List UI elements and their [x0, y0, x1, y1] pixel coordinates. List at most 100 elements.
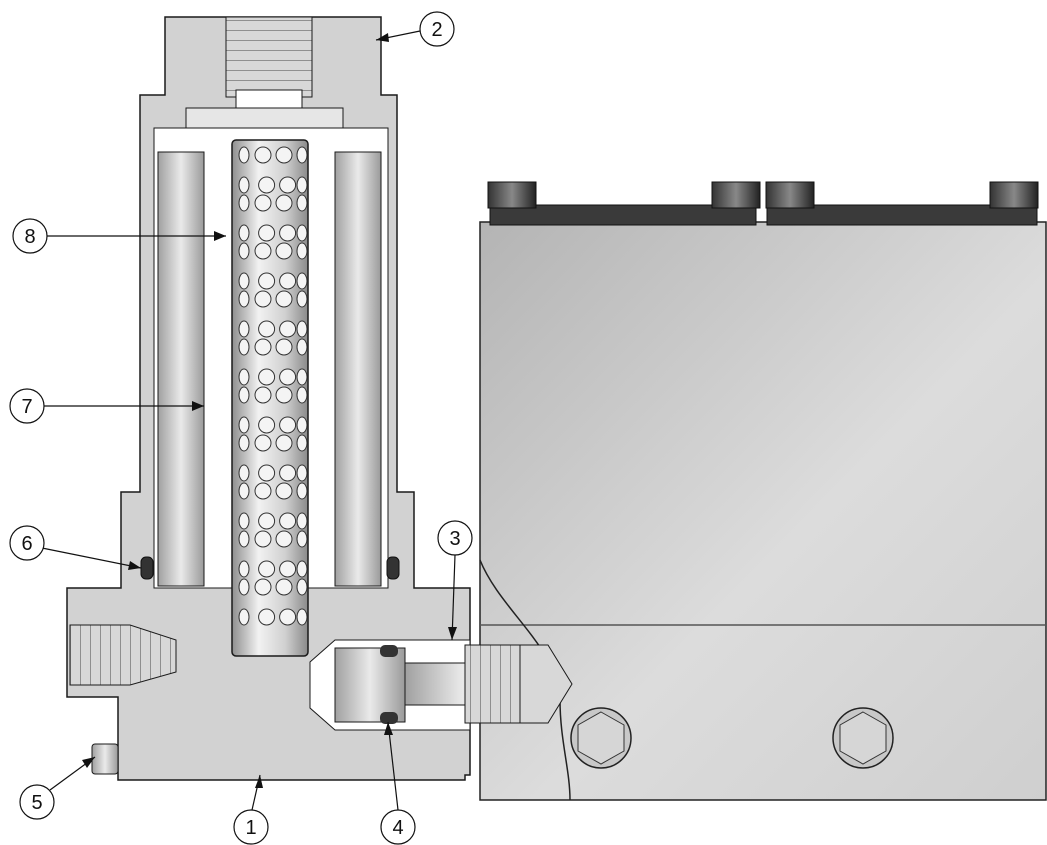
callout-label-4: 4	[392, 817, 403, 839]
perforation-hole	[296, 272, 308, 290]
perforation-hole	[254, 386, 272, 404]
perforation-hole	[279, 560, 297, 578]
perforation-hole	[296, 482, 308, 500]
callout-label-3: 3	[449, 528, 460, 550]
perforation-hole	[258, 416, 276, 434]
perforation-hole	[238, 530, 250, 548]
perforation-hole	[258, 320, 276, 338]
perforation-hole	[258, 560, 276, 578]
perforation-hole	[279, 272, 297, 290]
callout-label-2: 2	[431, 19, 442, 41]
perforation-hole	[238, 368, 250, 386]
perforation-hole	[238, 560, 250, 578]
perforation-hole	[258, 464, 276, 482]
perforation-hole	[238, 194, 250, 212]
perforation-hole	[275, 578, 293, 596]
perforation-hole	[296, 146, 308, 164]
perforation-hole	[238, 386, 250, 404]
perforation-hole	[279, 416, 297, 434]
perforation-hole	[238, 512, 250, 530]
perforation-hole	[296, 320, 308, 338]
perforation-hole	[238, 242, 250, 260]
perforation-hole	[258, 608, 276, 626]
perforation-hole	[254, 530, 272, 548]
perforation-hole	[275, 386, 293, 404]
perforation-hole	[296, 290, 308, 308]
perforation-hole	[296, 338, 308, 356]
filter-housing-body	[66, 16, 573, 781]
perforation-hole	[296, 578, 308, 596]
perforation-hole	[296, 512, 308, 530]
perforation-hole	[296, 530, 308, 548]
perforation-hole	[296, 560, 308, 578]
perforation-hole	[238, 224, 250, 242]
perforation-hole	[296, 386, 308, 404]
perforation-hole	[238, 482, 250, 500]
knob-3	[765, 181, 815, 209]
controller-box	[479, 181, 1047, 801]
perforation-hole	[254, 338, 272, 356]
callout-6: 6	[9, 525, 142, 570]
perforation-hole	[238, 146, 250, 164]
callout-label-1: 1	[245, 817, 256, 839]
hex-bolt-2	[832, 707, 894, 769]
perforation-hole	[238, 338, 250, 356]
perforation-hole	[238, 608, 250, 626]
callout-3: 3	[437, 520, 473, 641]
perforation-hole	[238, 578, 250, 596]
perforation-hole	[296, 368, 308, 386]
perforation-hole	[296, 194, 308, 212]
perforation-hole	[279, 176, 297, 194]
perforation-hole	[238, 464, 250, 482]
perforation-hole	[275, 482, 293, 500]
perforation-hole	[279, 368, 297, 386]
perforation-hole	[258, 368, 276, 386]
knob-2	[711, 181, 761, 209]
perforation-hole	[258, 224, 276, 242]
perforation-hole	[296, 416, 308, 434]
perforation-hole	[275, 290, 293, 308]
perforation-hole	[279, 464, 297, 482]
perforation-hole	[296, 434, 308, 452]
perforation-hole	[275, 242, 293, 260]
perforation-hole	[238, 290, 250, 308]
perforation-hole	[254, 578, 272, 596]
perforation-hole	[254, 482, 272, 500]
perforation-hole	[238, 434, 250, 452]
callout-1: 1	[233, 774, 269, 845]
perforation-hole	[279, 512, 297, 530]
callout-7: 7	[9, 388, 204, 424]
perforation-hole	[258, 272, 276, 290]
perforation-hole	[296, 608, 308, 626]
perforation-hole	[238, 176, 250, 194]
perforation-hole	[275, 434, 293, 452]
callout-4: 4	[380, 721, 416, 845]
filter-element-holes	[238, 146, 308, 626]
perforation-hole	[296, 224, 308, 242]
perforation-hole	[254, 242, 272, 260]
callout-5: 5	[19, 756, 96, 820]
perforation-hole	[258, 176, 276, 194]
callout-label-8: 8	[24, 226, 35, 248]
callout-2: 2	[375, 11, 455, 47]
perforation-hole	[296, 242, 308, 260]
perforation-hole	[254, 434, 272, 452]
perforation-hole	[238, 320, 250, 338]
perforation-hole	[258, 512, 276, 530]
perforation-hole	[254, 290, 272, 308]
perforation-hole	[275, 530, 293, 548]
perforation-hole	[275, 338, 293, 356]
callout-label-7: 7	[21, 396, 32, 418]
perforation-hole	[254, 146, 272, 164]
callout-label-5: 5	[31, 792, 42, 814]
knob-1	[487, 181, 537, 209]
perforation-hole	[296, 176, 308, 194]
hex-bolt-1	[570, 707, 632, 769]
perforation-hole	[275, 194, 293, 212]
perforation-hole	[254, 194, 272, 212]
perforation-hole	[279, 320, 297, 338]
perforation-hole	[238, 272, 250, 290]
perforation-hole	[238, 416, 250, 434]
callout-8: 8	[12, 218, 226, 254]
